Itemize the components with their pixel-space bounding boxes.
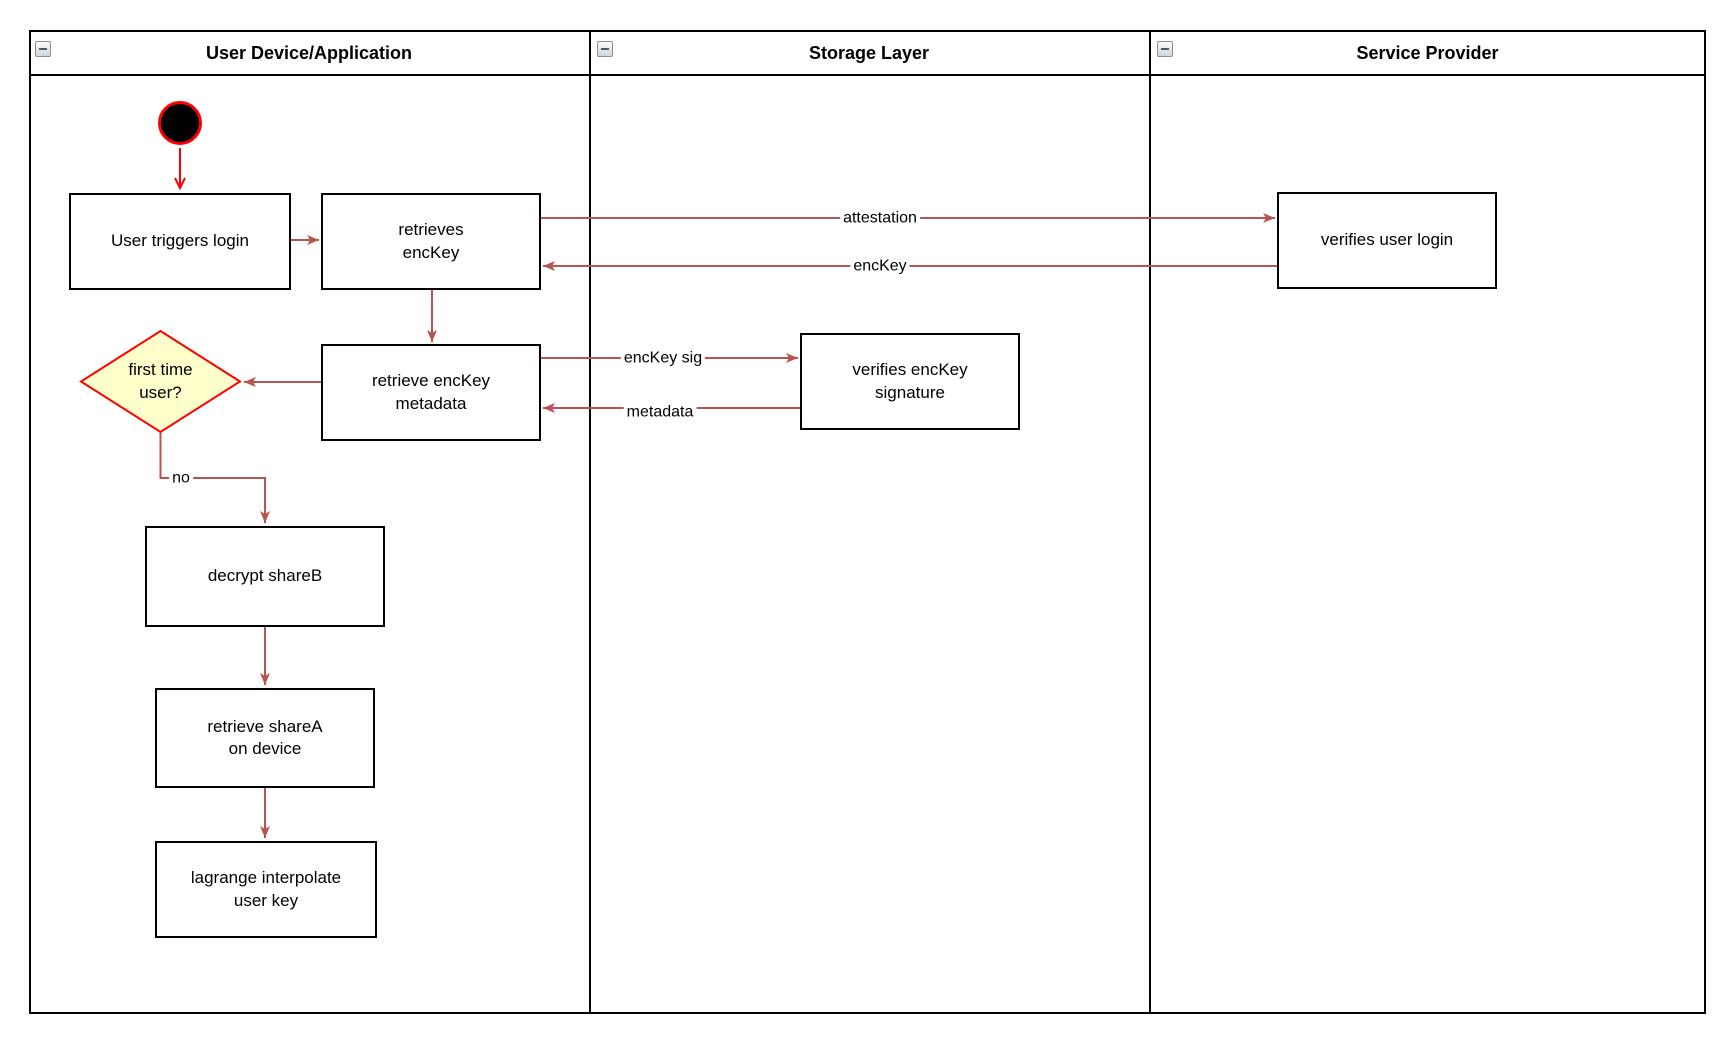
lane-header-separator [29,74,1706,76]
edge-label-no[interactable]: no [169,468,193,488]
edge-label-enckey[interactable]: encKey [850,256,910,276]
lane-header-service-provider[interactable]: Service Provider [1151,32,1704,74]
activity-retrieves-enckey[interactable]: retrieves encKey [321,193,541,290]
minus-icon [1161,48,1169,50]
activity-user-triggers-login[interactable]: User triggers login [69,193,291,290]
lane-title-service-provider: Service Provider [1356,42,1499,63]
edge-label-metadata[interactable]: metadata [623,402,697,422]
minus-icon [39,48,47,50]
collapse-minus-icon[interactable] [35,41,51,57]
lane-header-user-device[interactable]: User Device/Application [31,32,587,74]
activity-decrypt-shareb[interactable]: decrypt shareB [145,526,385,627]
minus-icon [601,48,609,50]
decision-label[interactable]: first time user? [128,360,193,402]
lane-divider-1 [589,30,591,1014]
decision-first-time-user[interactable] [79,329,242,434]
edge-label-attestation[interactable]: attestation [840,208,920,228]
activity-verifies-enckey-signature[interactable]: verifies encKey signature [800,333,1020,430]
edge-label-enckey-sig[interactable]: encKey sig [620,348,706,368]
collapse-minus-icon[interactable] [597,41,613,57]
collapse-minus-icon[interactable] [1157,41,1173,57]
lane-title-storage-layer: Storage Layer [808,42,930,63]
activity-verifies-user-login[interactable]: verifies user login [1277,192,1497,289]
activity-lagrange-interpolate[interactable]: lagrange interpolate user key [155,841,377,938]
activity-retrieve-enckey-metadata[interactable]: retrieve encKey metadata [321,344,541,441]
edge-no-branch[interactable] [159,432,270,523]
lane-divider-2 [1149,30,1151,1014]
lane-header-storage-layer[interactable]: Storage Layer [591,32,1147,74]
lane-title-user-device: User Device/Application [205,42,413,63]
activity-retrieve-sharea[interactable]: retrieve shareA on device [155,688,375,788]
start-node[interactable] [158,101,202,145]
